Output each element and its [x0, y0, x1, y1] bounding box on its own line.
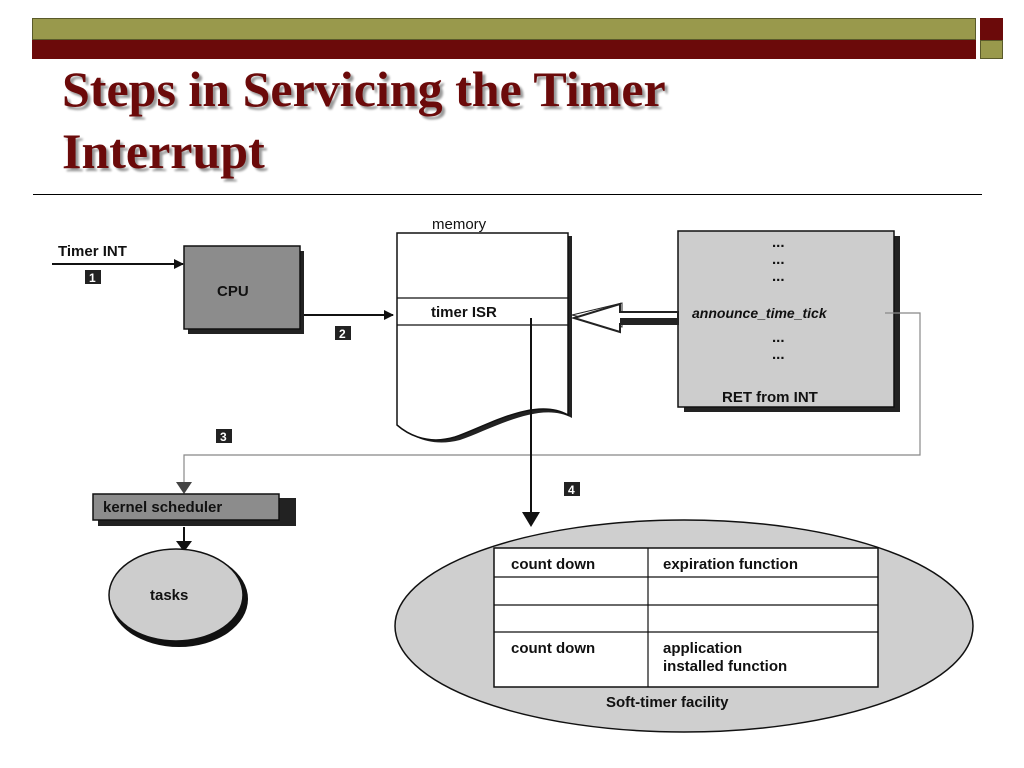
soft-timer-table: [493, 547, 879, 688]
table-cell-installed-function: installed function: [663, 658, 787, 675]
code-line-dots-2: ...: [772, 251, 785, 268]
step-2-label: 2: [339, 327, 346, 341]
step-3-label: 3: [220, 430, 227, 444]
header-band-olive: [32, 18, 976, 40]
announce-time-tick-label: announce_time_tick: [692, 305, 828, 321]
cpu-label: CPU: [217, 283, 249, 300]
code-line-dots-1: ...: [772, 234, 785, 251]
softtimer-arrowhead: [522, 512, 540, 527]
header-square-olive: [980, 40, 1003, 59]
code-panel: [677, 230, 895, 408]
step-4-badge: [564, 482, 580, 496]
timer-int-label: Timer INT: [58, 243, 127, 260]
slide-title-line-1: Steps in Servicing the Timer: [62, 61, 666, 117]
kernel-scheduler-box: [92, 493, 280, 521]
title-underline: [33, 194, 982, 195]
code-line-dots-3: ...: [772, 268, 785, 285]
announce-to-scheduler-line: [183, 312, 921, 486]
tasks-label: tasks: [150, 587, 188, 604]
soft-timer-facility-label: Soft-timer facility: [606, 694, 729, 711]
step-1-badge: [85, 270, 101, 284]
tasks-arrowhead: [176, 541, 192, 552]
tasks-ellipse: [108, 548, 244, 642]
slide-title-line-2: Interrupt: [62, 123, 265, 179]
table-cell-countdown-1: count down: [511, 556, 595, 573]
slide-title: Steps in Servicing the Timer Interrupt: [62, 58, 962, 182]
table-cell-application: application: [663, 640, 742, 657]
step-2-badge: [335, 326, 351, 340]
code-line-dots-4: ...: [772, 329, 785, 346]
memory-block: [396, 232, 569, 441]
code-to-isr-arrow-shadow: [620, 318, 678, 325]
kernel-scheduler-label: kernel scheduler: [103, 499, 222, 516]
step-4-label: 4: [568, 483, 575, 497]
ret-from-int-label: RET from INT: [722, 389, 818, 406]
scheduler-arrowhead: [176, 482, 192, 494]
memory-label: memory: [432, 216, 487, 233]
step-3-badge: [216, 429, 232, 443]
step-1-label: 1: [89, 271, 96, 285]
cpu-box: [183, 245, 301, 330]
code-line-dots-5: ...: [772, 346, 785, 363]
table-cell-countdown-2: count down: [511, 640, 595, 657]
timer-isr-label: timer ISR: [431, 304, 497, 321]
table-cell-expiration-function: expiration function: [663, 556, 798, 573]
header-square-maroon: [980, 18, 1003, 40]
header-band-maroon: [32, 40, 976, 59]
